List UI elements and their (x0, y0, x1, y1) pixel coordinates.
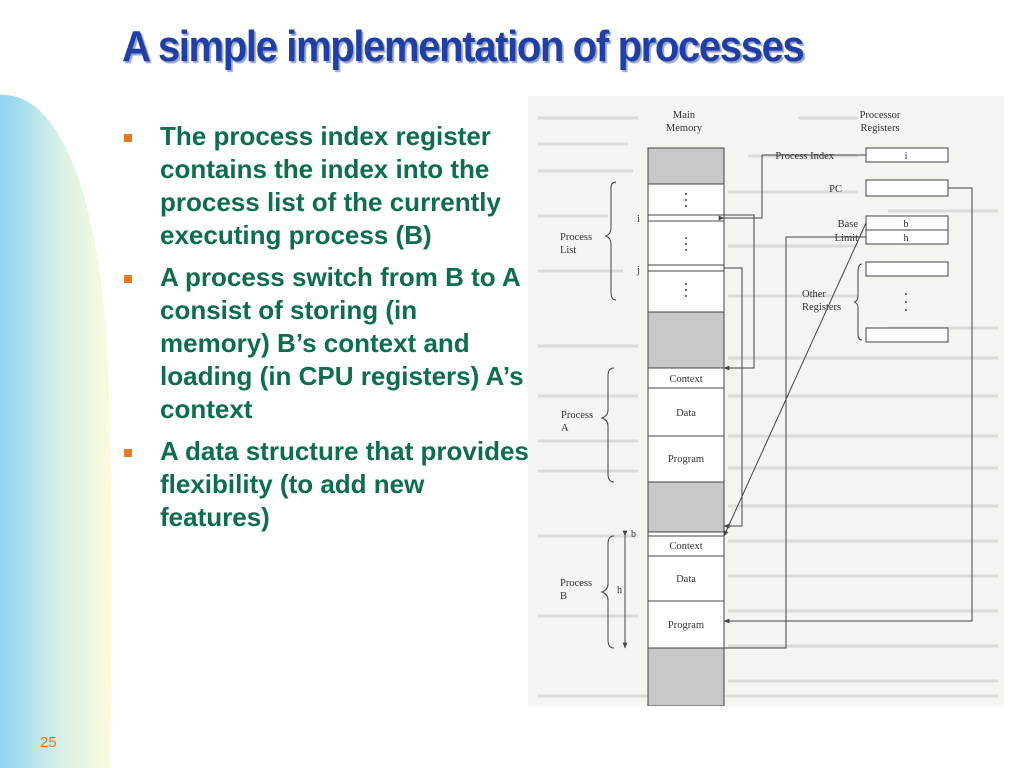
slide-title: A simple implementation of processes (122, 22, 805, 71)
pc-register (865, 179, 949, 197)
processor-registers-label-line1: Processor (860, 110, 901, 121)
process-list-cells (648, 214, 724, 272)
process-b-data-label: Data (676, 574, 696, 585)
bullet-text: The process index register contains the … (160, 121, 501, 250)
marker-b: b (631, 529, 636, 540)
process-a-brace (600, 367, 615, 483)
slide-number: 25 (40, 734, 57, 751)
process-a-program-label: Program (668, 454, 704, 465)
marker-h: h (617, 585, 622, 596)
main-memory-label-line1: Main (673, 110, 696, 121)
process-a-context-label: Context (669, 374, 702, 385)
process-b-label-line1: Process (560, 578, 592, 589)
shaded-memory-block (647, 481, 725, 533)
process-b-label-line2: B (560, 591, 567, 602)
bullet-item: A process switch from B to A consist of … (122, 261, 532, 426)
processor-registers-label-line2: Registers (860, 123, 899, 134)
bullet-text: A data structure that provides flexibili… (160, 436, 529, 532)
process-implementation-figure: Main Memory Processor Registers i j Proc… (528, 96, 1004, 706)
bleed-through-text (538, 116, 998, 698)
bullet-marker-icon (124, 275, 132, 283)
process-b-context-label: Context (669, 541, 702, 552)
process-b-brace (600, 535, 615, 649)
shaded-memory-block (647, 147, 725, 185)
shaded-memory-block (647, 647, 725, 706)
process-a-label-line1: Process (561, 410, 593, 421)
shaded-memory-block (647, 311, 725, 369)
process-index-value: i (905, 151, 908, 162)
other-registers-label-line1: Other (802, 289, 826, 300)
process-b-cells (648, 535, 724, 602)
bullet-item: The process index register contains the … (122, 120, 532, 252)
process-list-label-line1: Process (560, 232, 592, 243)
other-registers-label-line2: Registers (802, 302, 841, 313)
process-list-label-line2: List (560, 245, 576, 256)
marker-j: j (636, 265, 640, 276)
other-registers-brace (853, 263, 863, 341)
process-list-brace (604, 181, 617, 301)
main-memory-column (647, 147, 725, 706)
base-label: Base (838, 219, 859, 230)
main-memory-label-line2: Memory (666, 123, 703, 134)
process-a-label-line2: A (561, 423, 569, 434)
bullet-marker-icon (124, 449, 132, 457)
bullet-marker-icon (124, 134, 132, 142)
pc-label: PC (829, 184, 842, 195)
bullet-item: A data structure that provides flexibili… (122, 435, 532, 534)
limit-value: h (904, 233, 909, 244)
process-a-data-label: Data (676, 408, 696, 419)
other-register-bottom (865, 327, 949, 343)
marker-i: i (637, 214, 640, 225)
base-value: b (904, 219, 909, 230)
bullet-list: The process index register contains the … (122, 120, 532, 543)
process-b-program-label: Program (668, 620, 704, 631)
bullet-text: A process switch from B to A consist of … (160, 262, 524, 424)
limit-label: Limit (835, 233, 858, 244)
figure-background (528, 96, 1004, 706)
other-register-top (865, 261, 949, 277)
process-index-label: Process Index (775, 151, 834, 162)
process-a-cells (648, 367, 724, 437)
register-ellipsis-dots (905, 293, 907, 311)
connector-arrows (718, 154, 973, 649)
ellipsis-dots (685, 193, 687, 297)
